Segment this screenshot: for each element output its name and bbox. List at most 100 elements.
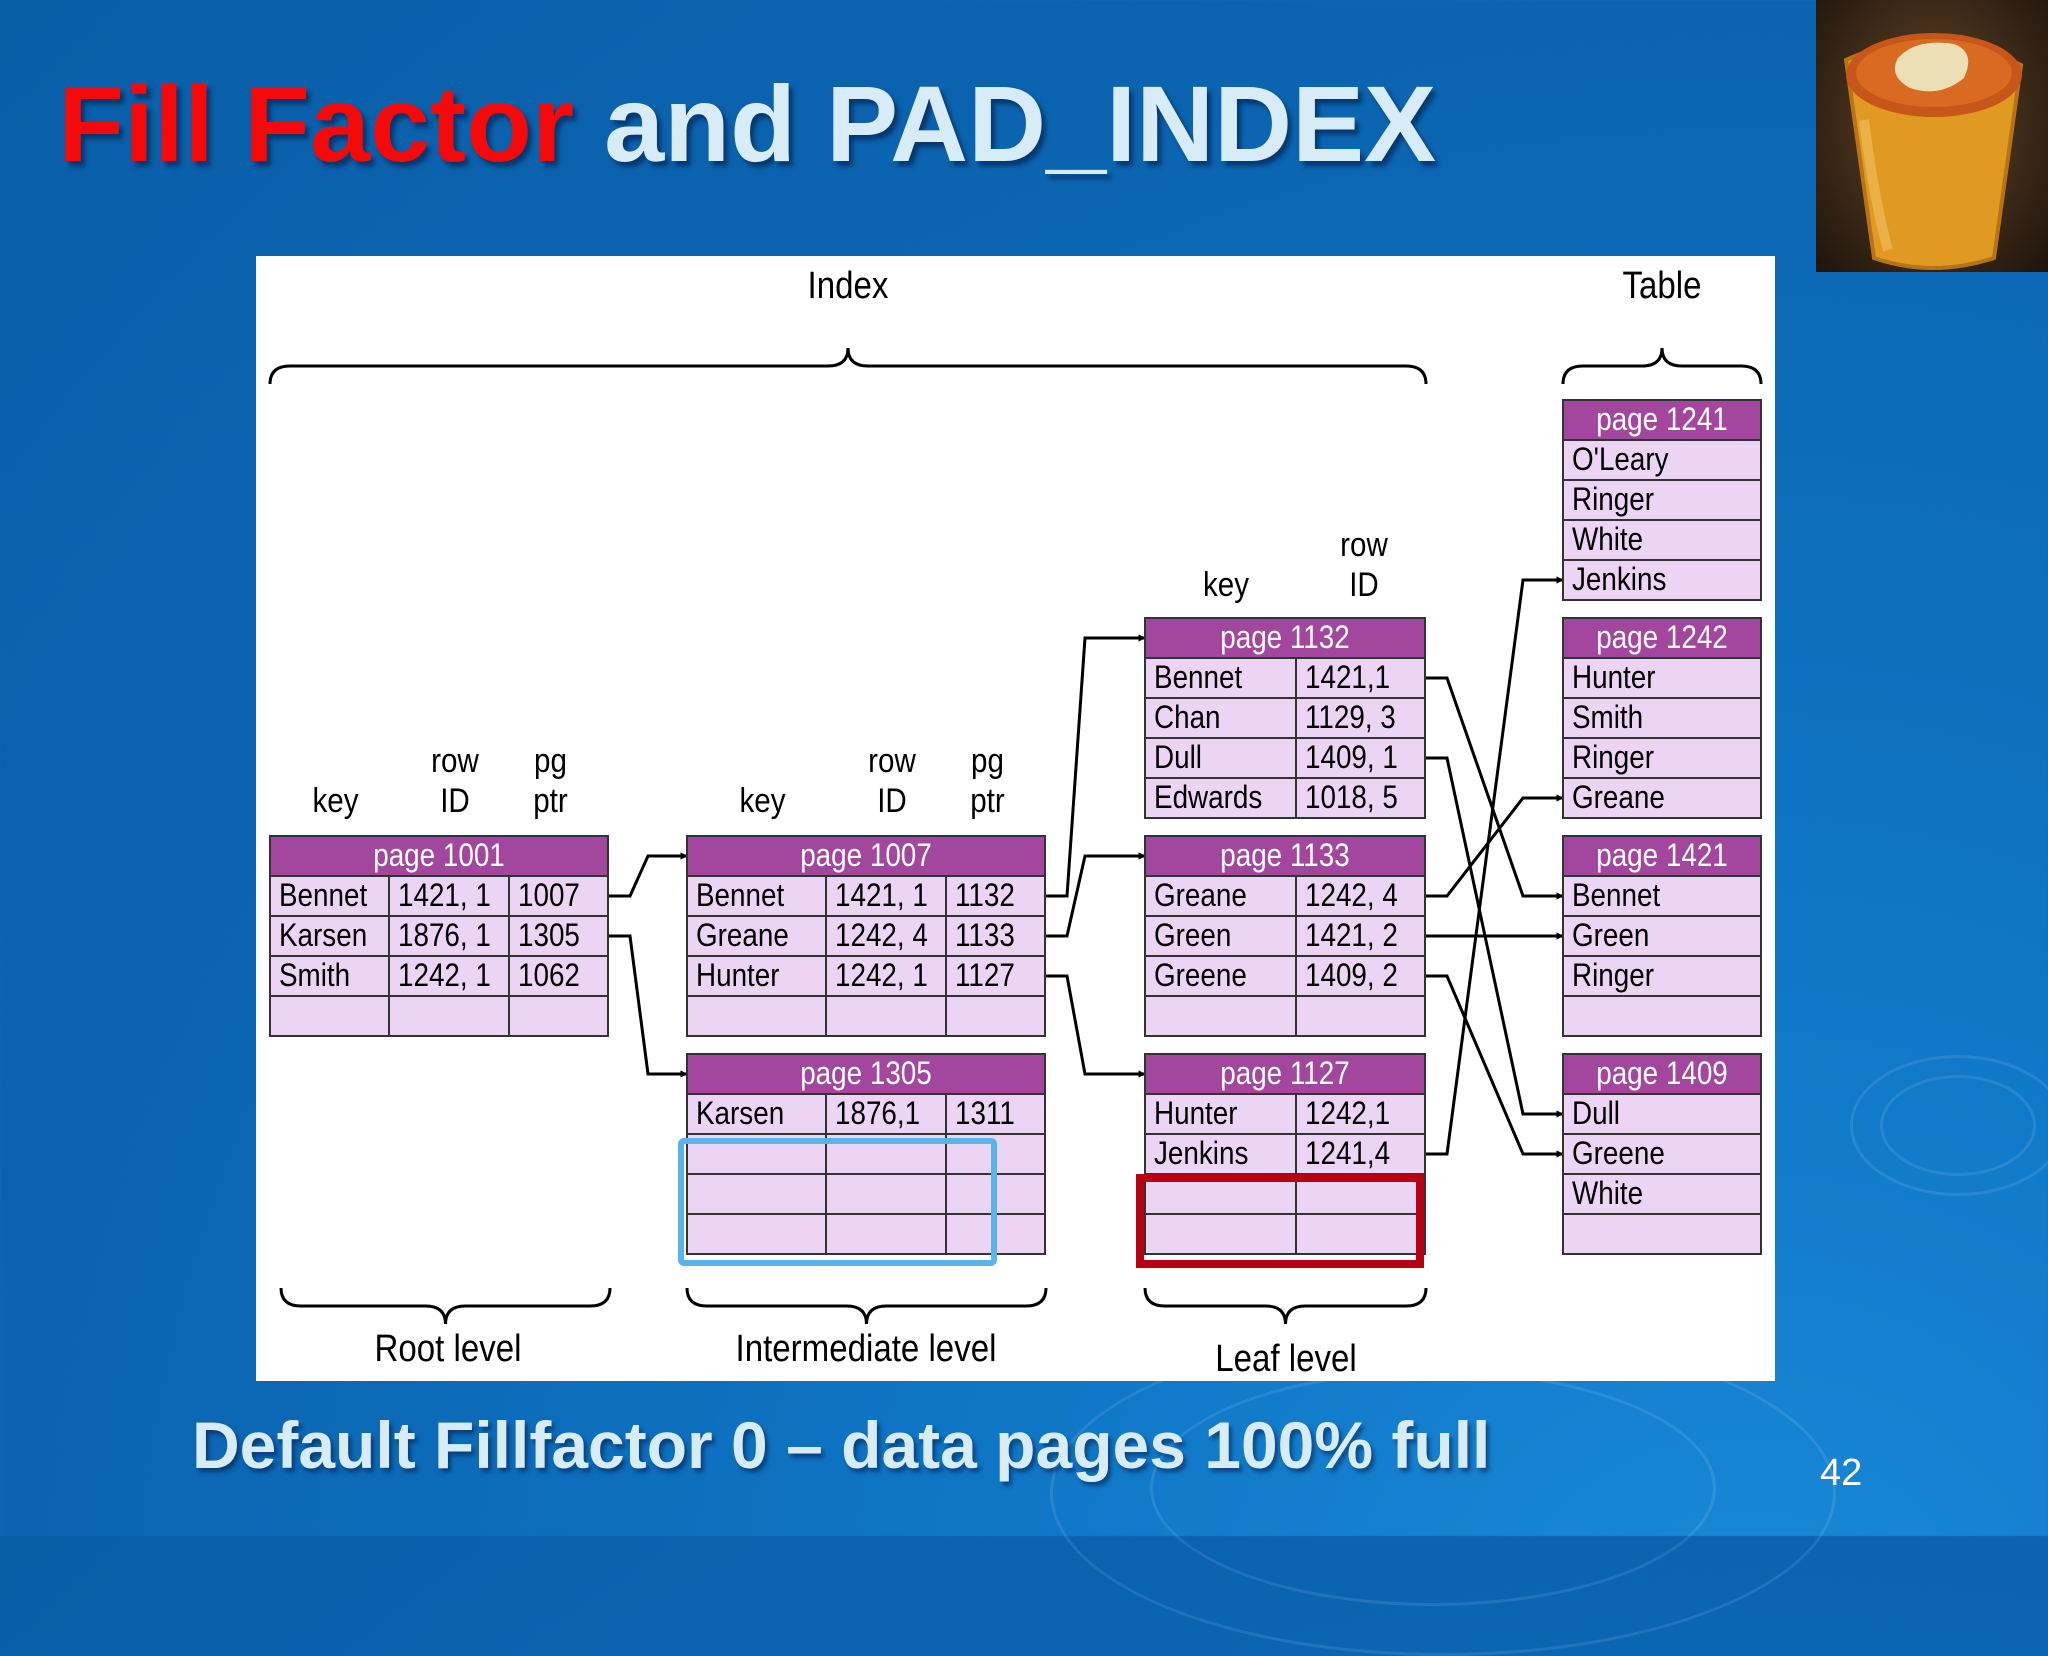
page-cell <box>945 955 1046 997</box>
page-header <box>1562 399 1762 441</box>
arrow-1007-to-1133 <box>1045 852 1146 938</box>
cell-value: Dull <box>1154 740 1202 775</box>
page-cell <box>508 875 609 917</box>
page-cell <box>1295 1213 1426 1255</box>
group-highlights <box>678 1138 1424 1268</box>
cell-value: Ringer <box>1572 482 1654 517</box>
page-cell <box>1295 915 1426 957</box>
cell-value: Smith <box>279 958 350 993</box>
page-header <box>1144 835 1426 877</box>
page-cell <box>1562 777 1762 819</box>
group-pointer-arrows <box>608 576 1564 1158</box>
page-cell <box>825 1173 947 1215</box>
page-cell <box>508 995 609 1037</box>
page-cell <box>1144 955 1297 997</box>
page-header <box>269 835 609 877</box>
cell-value: Bennet <box>279 878 368 913</box>
arrow-root-to-1305 <box>608 934 688 1078</box>
header-row-id: ID <box>1349 565 1379 603</box>
page-title: page 1001 <box>373 838 505 873</box>
page-cell <box>1562 737 1762 779</box>
page-cell <box>1562 915 1762 957</box>
page-cell <box>686 1093 827 1135</box>
header-pg-ptr: pg <box>971 741 1004 779</box>
page-header <box>1144 617 1426 659</box>
page-cell <box>1562 1133 1762 1175</box>
jello-cup-image <box>1843 33 2024 270</box>
page-cell <box>269 875 390 917</box>
label-intermediate-level: Intermediate level <box>736 1327 997 1370</box>
cell-value: Bennet <box>1572 878 1661 913</box>
page-cell <box>945 915 1046 957</box>
leaf-level-brace <box>1143 1287 1428 1325</box>
page-cell <box>1295 995 1426 1037</box>
page-cell <box>1562 439 1762 481</box>
cell-value: Greene <box>1154 958 1247 993</box>
cell-value: Dull <box>1572 1096 1620 1131</box>
cell-value: Hunter <box>696 958 780 993</box>
cell-value: Karsen <box>279 918 367 953</box>
label-leaf-level: Leaf level <box>1215 1337 1356 1380</box>
page-title: page 1007 <box>800 838 932 873</box>
page-cell <box>1562 697 1762 739</box>
page-cell <box>686 1213 827 1255</box>
page-cell <box>825 875 947 917</box>
page-cell <box>1144 657 1297 699</box>
group-braces <box>268 347 1763 1325</box>
pad-index-highlight <box>678 1138 997 1266</box>
intermediate-level-brace <box>685 1287 1048 1325</box>
cell-value: White <box>1572 522 1643 557</box>
label-root-level: Root level <box>375 1327 522 1370</box>
page-cell <box>1295 777 1426 819</box>
cell-value: 1876, 1 <box>398 918 491 953</box>
header-row-id: ID <box>440 781 470 819</box>
page-cell <box>1295 955 1426 997</box>
index-brace <box>268 347 1428 385</box>
page-cell <box>388 955 510 997</box>
page-cell <box>1295 697 1426 739</box>
page-header <box>1144 1053 1426 1095</box>
page-title: page 1127 <box>1220 1056 1350 1091</box>
cell-value: 1305 <box>518 918 580 953</box>
page-title: page 1305 <box>800 1056 932 1091</box>
cell-value: Hunter <box>1572 660 1656 695</box>
cell-value: 1242,1 <box>1305 1096 1390 1131</box>
cell-value: Bennet <box>1154 660 1243 695</box>
page-cell <box>1144 915 1297 957</box>
page-title: page 1133 <box>1220 838 1350 873</box>
arrow-root-to-1007 <box>608 852 688 898</box>
cell-value: 1242, 4 <box>835 918 928 953</box>
cell-value: Ringer <box>1572 958 1654 993</box>
page-header <box>686 835 1046 877</box>
cell-value: 1421,1 <box>1305 660 1390 695</box>
arrow-1007-to-1132 <box>1045 634 1146 898</box>
page-cell <box>686 995 827 1037</box>
header-key: key <box>739 781 785 819</box>
label-index: Index <box>808 264 889 307</box>
slide-title: Fill Factor and PAD_INDEX <box>58 70 1436 178</box>
cell-value: 1132 <box>955 878 1015 913</box>
page-cell <box>686 1173 827 1215</box>
page-cell <box>508 955 609 997</box>
cell-value: 1133 <box>955 918 1015 953</box>
page-cell <box>1562 995 1762 1037</box>
page-cell <box>388 995 510 1037</box>
page-cell <box>825 995 947 1037</box>
page-cell <box>945 875 1046 917</box>
header-key: key <box>312 781 358 819</box>
page-cell <box>825 955 947 997</box>
cell-value: Ringer <box>1572 740 1654 775</box>
cell-value: 1311 <box>955 1096 1015 1131</box>
page-cell <box>825 1213 947 1255</box>
cell-value: 1876,1 <box>835 1096 920 1131</box>
slide-caption: Default Fillfactor 0 – data pages 100% f… <box>192 1408 1491 1482</box>
